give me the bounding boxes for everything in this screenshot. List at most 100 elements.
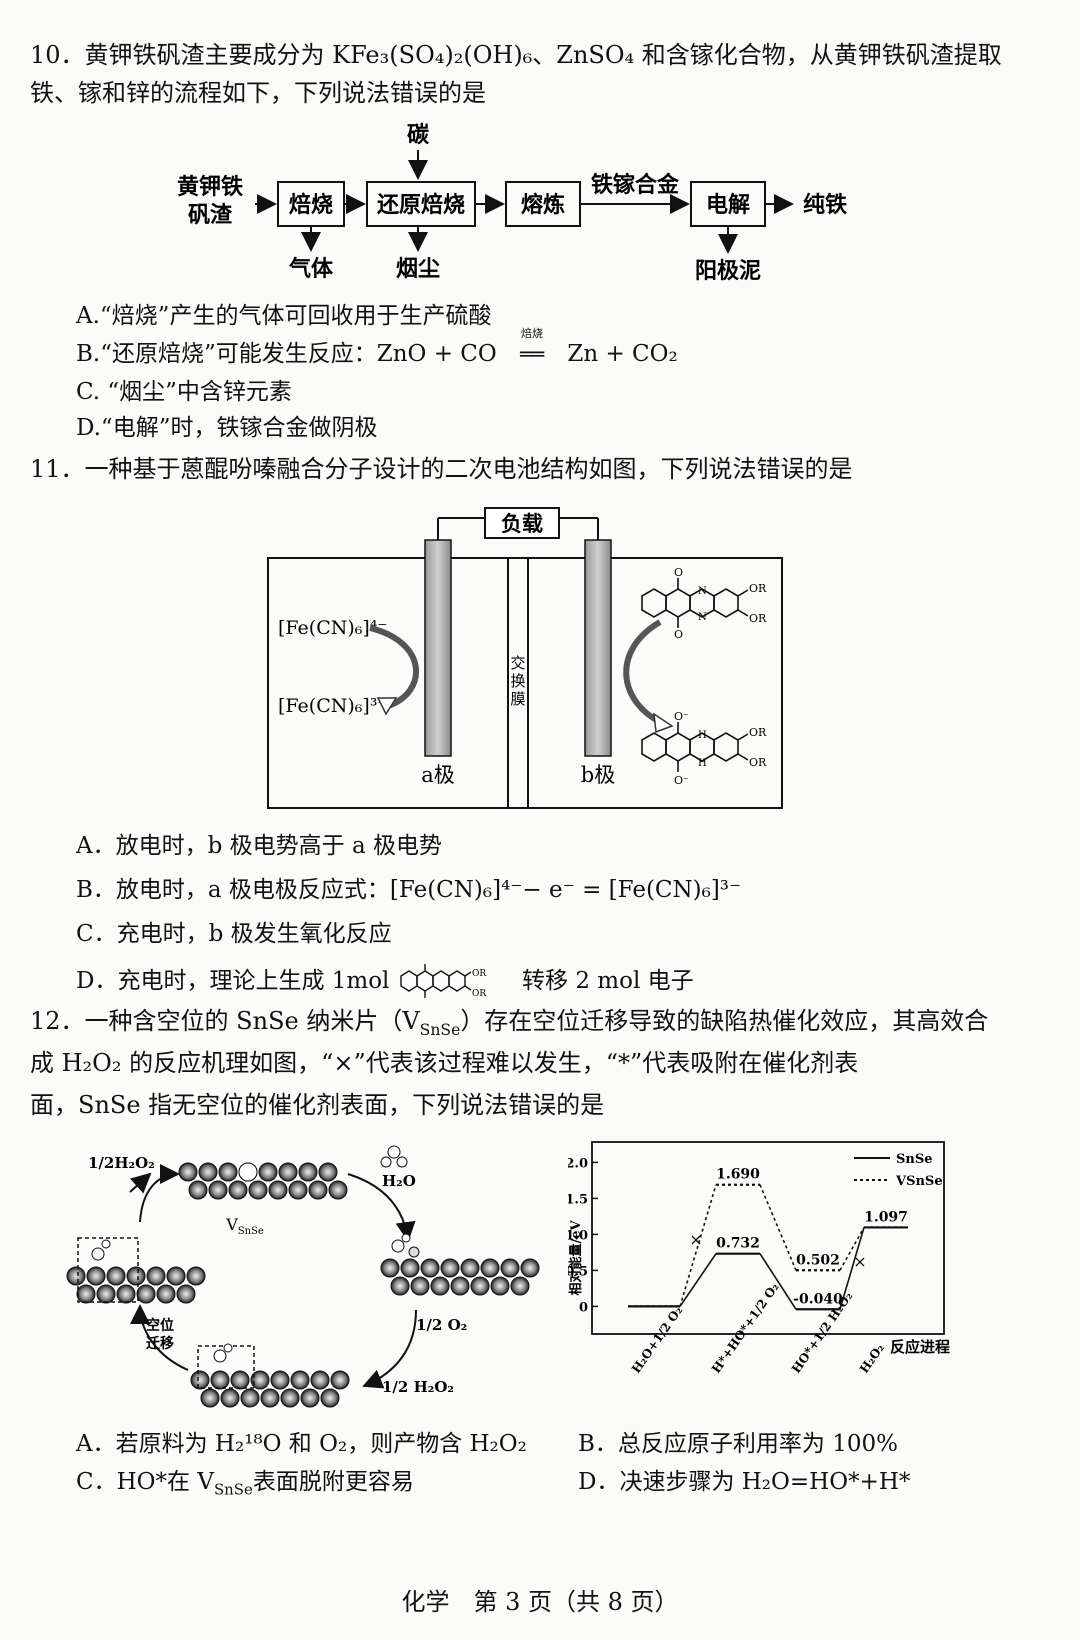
flow-gas: 气体: [288, 256, 334, 282]
flow-step-smelt: 熔炼: [521, 192, 565, 218]
q12-line1-pre: 12．一种含空位的 SnSe 纳米片（V: [30, 1007, 420, 1035]
electrode-a: [424, 539, 452, 757]
q12-option-c-sub: SnSe: [213, 1480, 253, 1499]
slab-top: [178, 1162, 348, 1200]
energy-connector: [759, 1253, 797, 1310]
q11-option-d: D．充电时，理论上生成 1mol OR OR 转移 2 mol 电子: [76, 962, 694, 1002]
energy-connector: [839, 1227, 865, 1310]
membrane-char-2: 换: [510, 672, 525, 690]
svg-text:N: N: [698, 586, 707, 597]
q11-stem: 11．一种基于蒽醌吩嗪融合分子设计的二次电池结构如图，下列说法错误的是: [30, 455, 853, 483]
y-tick-label: 1.0: [568, 1228, 588, 1243]
flow-pure-iron: 纯铁: [803, 192, 847, 218]
svg-text:O: O: [674, 628, 683, 641]
q10-stem-line2: 铁、镓和锌的流程如下，下列说法错误的是: [30, 79, 486, 107]
svg-text:O⁻: O⁻: [674, 710, 689, 723]
flow-step-electrolysis: 电解: [706, 192, 750, 218]
chart-xlabel: 反应进程: [890, 1338, 950, 1356]
quinone-molecule: [641, 578, 749, 628]
reaction-equals-sign: 焙烧 ══: [504, 328, 560, 370]
chart-ylabel: 相对能量/eV: [568, 1220, 584, 1296]
slab-left: [66, 1266, 206, 1304]
svg-text:O⁻: O⁻: [674, 774, 689, 787]
q12-option-a: A．若原料为 H₂¹⁸O 和 O₂，则产物含 H₂O₂: [76, 1431, 527, 1457]
slab-right: [380, 1258, 540, 1296]
q12-energy-chart: 相对能量/eV 反应进程 0 0.5 1.0 1.5 2.0 0.732 -0.040 1.…: [568, 1141, 950, 1376]
cycle-right-label: 1/2 O₂: [416, 1316, 467, 1334]
quinone-or-2: OR: [749, 612, 767, 625]
electrode-a-label: a极: [421, 763, 455, 787]
q11-option-d-post: 转移 2 mol 电子: [522, 968, 694, 994]
legend-label: VSnSe: [895, 1174, 943, 1189]
electrode-b-label: b极: [581, 763, 615, 787]
q12-stem-line3: 面，SnSe 指无空位的催化剂表面，下列说法错误的是: [30, 1091, 605, 1119]
q12-line1-sub: SnSe: [419, 1020, 461, 1039]
reaction-condition: 焙烧: [521, 327, 544, 340]
energy-value-label: 1.097: [864, 1209, 908, 1225]
chart-frame: [591, 1141, 945, 1335]
svg-text:H: H: [698, 758, 707, 769]
q12-stem-line2: 成 H₂O₂ 的反应机理如图，“×”代表该过程难以发生，“*”代表吸附在催化剂表: [30, 1049, 859, 1077]
q12-stem-line1: 12．一种含空位的 SnSe 纳米片（VSnSe）存在空位迁移导致的缺陷热催化效…: [30, 1004, 988, 1047]
page-footer: 化学 第 3 页（共 8 页）: [401, 1588, 679, 1616]
q12-option-c: C．HO*在 VSnSe表面脱附更容易: [76, 1466, 414, 1506]
y-tick-label: 1.5: [568, 1192, 588, 1207]
legend-label: SnSe: [896, 1152, 933, 1167]
flow-carbon: 碳: [407, 122, 430, 148]
x-category-label: H*+HO*+1/2 O₂: [709, 1280, 782, 1375]
energy-connector: [759, 1184, 797, 1271]
q11-option-b: B．放电时，a 极电极反应式：[Fe(CN)₆]⁴⁻− e⁻ = [Fe(CN)…: [76, 877, 742, 903]
small-quinone-structure: OR OR: [400, 964, 486, 999]
energy-value-label: -0.040: [793, 1291, 843, 1307]
flow-step-reduction-roast: 还原焙烧: [376, 192, 465, 218]
x-category-label: H₂O₂: [857, 1341, 887, 1375]
q11-option-c: C．充电时，b 极发生氧化反应: [76, 921, 392, 947]
energy-connector: [679, 1253, 717, 1307]
q10-stem-line1: 10．黄钾铁矾渣主要成分为 KFe₃(SO₄)₂(OH)₆、ZnSO₄ 和含镓化…: [30, 41, 1002, 69]
reduced-molecule: [641, 722, 749, 772]
svg-text:H: H: [698, 730, 707, 741]
y-tick-label: 2.0: [568, 1156, 588, 1171]
svg-text:O: O: [674, 566, 683, 579]
flow-start-2: 矾渣: [188, 202, 233, 228]
q12-catalytic-cycle: VSnSe 1/2H₂O₂ H₂O 1/2 O₂ 1/2 H₂O₂ 空位 迁移: [66, 1145, 540, 1408]
cycle-left-label-2: 迁移: [146, 1335, 174, 1352]
svg-text:N: N: [698, 612, 707, 623]
q12-option-d: D．决速步骤为 H₂O=HO*+H*: [578, 1469, 911, 1495]
small-or-2: OR: [472, 989, 486, 999]
q10-option-b-post: Zn + CO₂: [567, 341, 678, 367]
cycle-top-right-label: H₂O: [382, 1172, 416, 1190]
energy-value-label: 0.732: [716, 1236, 760, 1252]
q11-battery-diagram: 负载 交 换 膜 a极 b极 [Fe(CN)₆]⁴⁻ [Fe(CN)₆]³⁻ O…: [267, 507, 783, 809]
x-category-label: H₂O+1/2 O₂: [629, 1304, 685, 1376]
q11-option-a: A．放电时，b 极电势高于 a 极电势: [76, 833, 442, 859]
y-tick-label: 0: [579, 1300, 588, 1315]
slab-bottom: [190, 1370, 350, 1408]
flow-alloy-label: 铁镓合金: [591, 172, 680, 198]
flow-dust: 烟尘: [396, 256, 440, 282]
q10-flowchart: 黄钾铁 矾渣 焙烧 还原焙烧 碳 熔炼 铁镓合金 电解 纯铁 气体 烟尘 阳极泥: [177, 122, 847, 284]
cycle-top-left-label: 1/2H₂O₂: [88, 1154, 155, 1172]
small-or-1: OR: [472, 969, 486, 979]
cycle-bottom-label: 1/2 H₂O₂: [382, 1378, 454, 1396]
energy-value-label: 0.502: [796, 1252, 840, 1268]
energy-connector: [839, 1227, 865, 1271]
energy-value-label: 1.690: [716, 1167, 760, 1183]
hindered-step-mark: ×: [853, 1252, 866, 1271]
q11-option-d-pre: D．充电时，理论上生成 1mol: [76, 968, 390, 994]
ion-ferricyanide: [Fe(CN)₆]³⁻: [278, 695, 387, 717]
q10-option-d: D.“电解”时，铁镓合金做阴极: [76, 415, 378, 441]
q12-option-c-pre: C．HO*在 V: [76, 1469, 214, 1495]
electrode-b: [584, 539, 612, 757]
q10-option-a: A.“焙烧”产生的气体可回收用于生产硫酸: [76, 303, 492, 329]
ion-ferrocyanide: [Fe(CN)₆]⁴⁻: [278, 617, 387, 639]
q12-line1-post: ）存在空位迁移导致的缺陷热催化效应，其高效合: [460, 1007, 989, 1035]
reduced-or-2: OR: [749, 756, 767, 769]
y-tick-label: 0.5: [568, 1264, 588, 1279]
q12-option-c-post: 表面脱附更容易: [252, 1469, 414, 1495]
q12-option-b: B．总反应原子利用率为 100%: [578, 1431, 898, 1457]
flow-step-roast: 焙烧: [289, 192, 333, 218]
membrane-char-3: 膜: [510, 690, 525, 708]
reduced-or-1: OR: [749, 726, 767, 739]
quinone-or-1: OR: [749, 582, 767, 595]
